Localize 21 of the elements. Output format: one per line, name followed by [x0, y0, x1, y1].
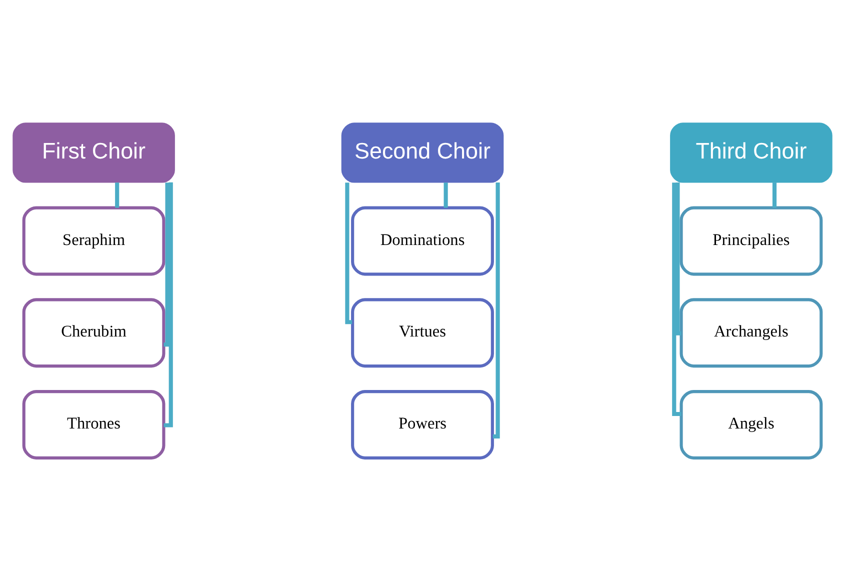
node-box: Cherubim	[22, 298, 165, 368]
node-box: First Choir	[12, 122, 174, 182]
node-box: Dominations	[350, 206, 494, 276]
node-box: Seraphim	[22, 206, 165, 276]
node-box: Archangels	[679, 298, 822, 368]
connector	[163, 182, 169, 346]
node-box: Principalies	[679, 206, 822, 276]
connector	[772, 182, 776, 208]
node-box: Third Choir	[670, 122, 832, 182]
node-box: Powers	[350, 390, 494, 459]
node-box: Thrones	[22, 390, 165, 459]
connector	[163, 182, 172, 427]
connector	[344, 182, 352, 324]
node-box: Angels	[679, 390, 822, 459]
connector	[675, 182, 681, 335]
connector	[443, 182, 448, 208]
connector	[492, 182, 500, 438]
node-box: Second Choir	[340, 122, 504, 182]
connector	[114, 182, 119, 208]
connector	[672, 182, 681, 416]
node-box: Virtues	[350, 298, 494, 368]
